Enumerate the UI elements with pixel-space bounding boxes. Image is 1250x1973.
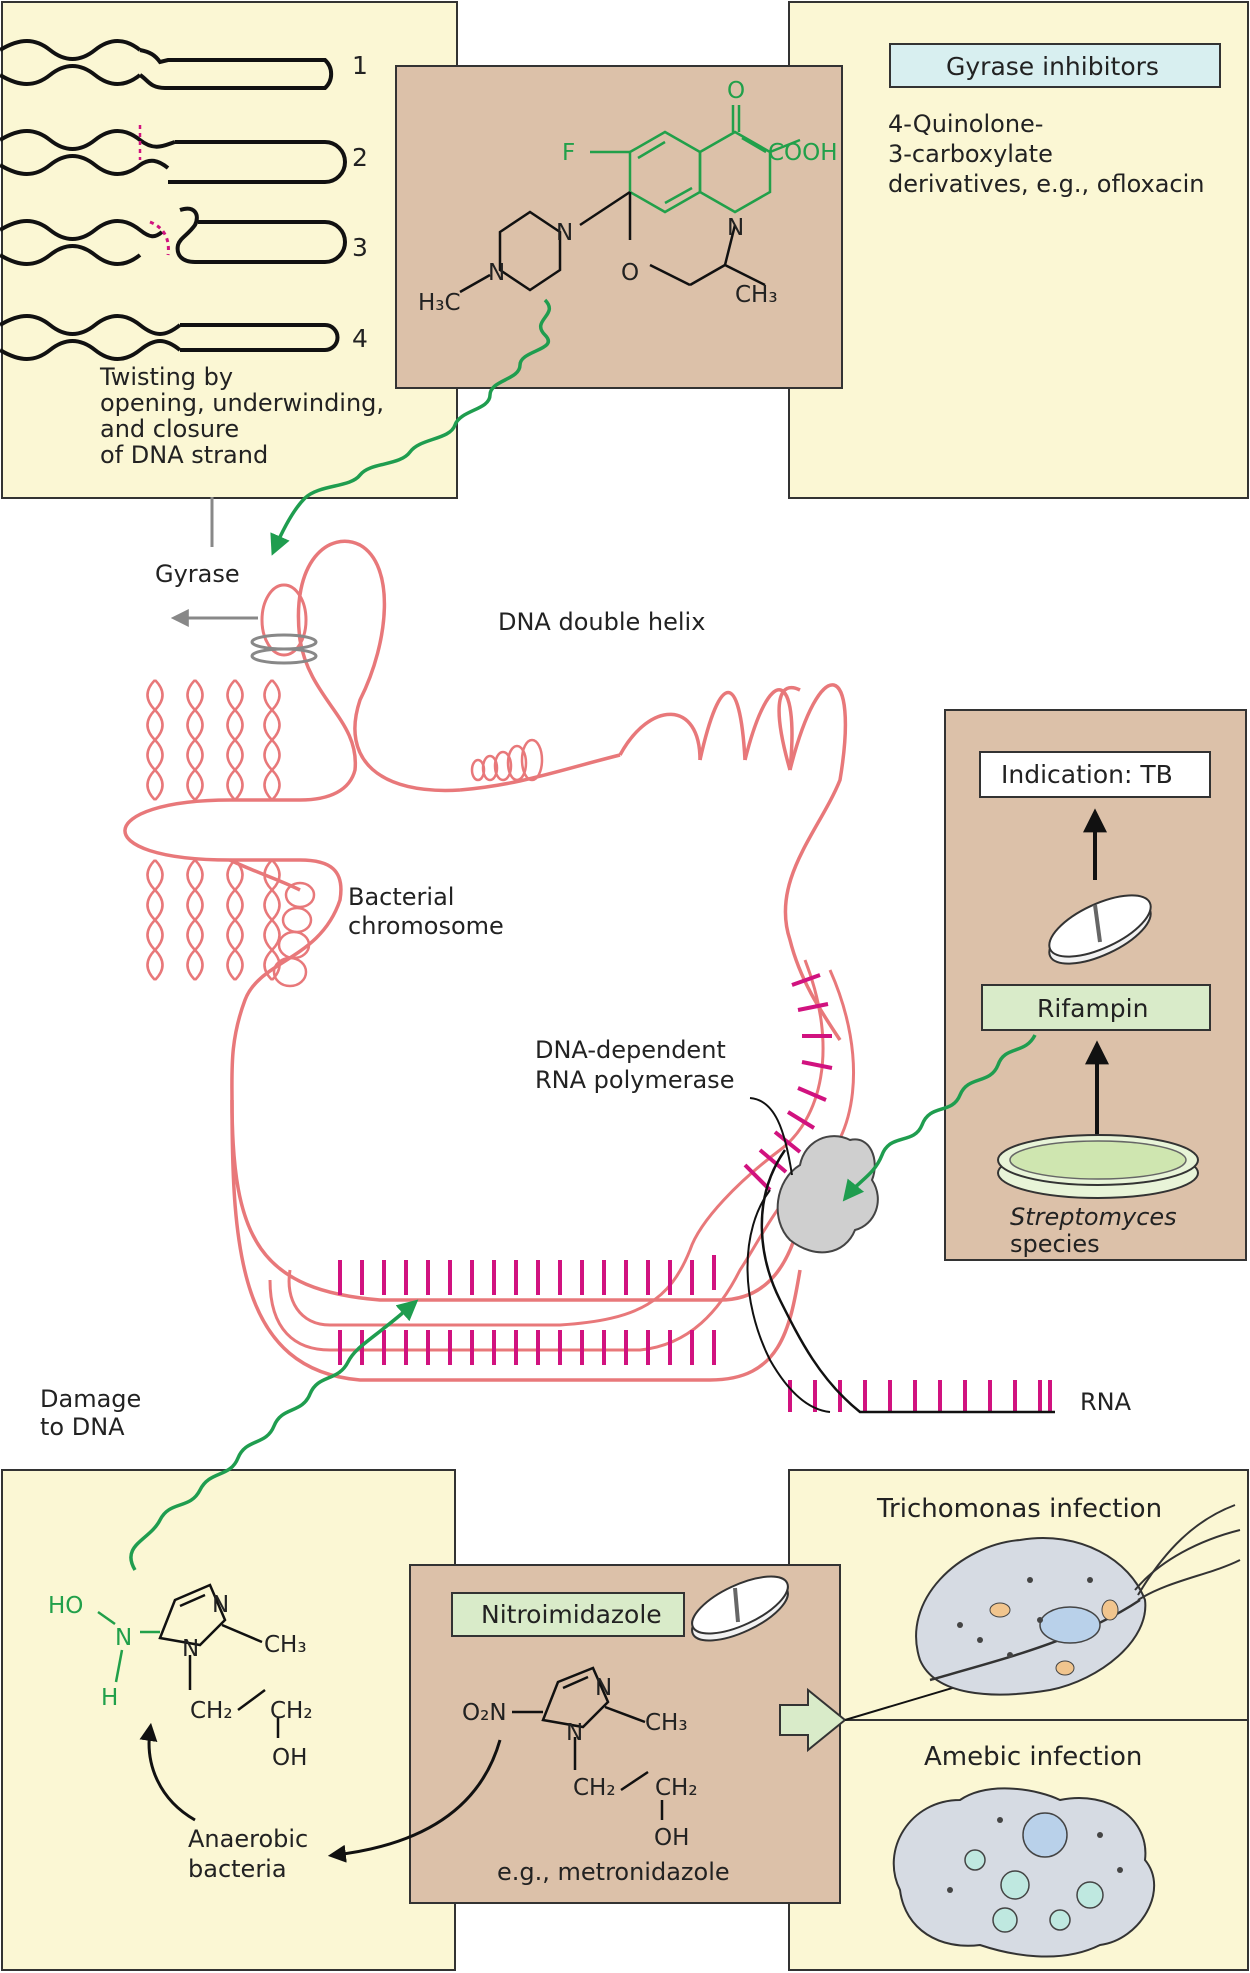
rifampin-box bbox=[981, 984, 1211, 1031]
bacterial-chromosome-label-2: chromosome bbox=[348, 912, 504, 940]
nitroimidazole-title: Nitroimidazole bbox=[481, 1600, 662, 1629]
rna-ladder-rungs bbox=[338, 973, 1052, 1412]
dna-double-helix-label: DNA double helix bbox=[498, 608, 705, 636]
atom-oxazine-O: O bbox=[621, 260, 639, 286]
anaerobic-label-2: bacteria bbox=[188, 1855, 287, 1883]
rna-strand-curve bbox=[746, 1189, 831, 1413]
rna-polymerase-enzyme bbox=[776, 1135, 879, 1254]
atom-CH3: CH₃ bbox=[735, 282, 778, 308]
chromosome-helix-segments bbox=[146, 679, 544, 988]
metabolite-CH2b: CH₂ bbox=[270, 1698, 313, 1724]
rifampin-to-polymerase-arrow bbox=[842, 1034, 1037, 1202]
step-3-number: 3 bbox=[352, 233, 368, 262]
rna-polymerase-label-1: DNA-dependent bbox=[535, 1036, 726, 1064]
metabolite-H: H bbox=[101, 1685, 118, 1711]
metronidazole-OH: OH bbox=[654, 1825, 689, 1851]
indication-box bbox=[979, 751, 1211, 798]
indication-label: Indication: TB bbox=[1001, 760, 1173, 789]
anaerobic-conversion-arrow bbox=[139, 1722, 196, 1822]
step-1-strand bbox=[0, 39, 334, 90]
streptomyces-label: Streptomyces bbox=[1010, 1203, 1177, 1231]
metabolite-CH2a: CH₂ bbox=[190, 1698, 233, 1724]
atom-F: F bbox=[562, 140, 575, 166]
atom-piperazine-N2: N bbox=[488, 260, 505, 286]
gyrase-inhibitors-title: Gyrase inhibitors bbox=[946, 52, 1159, 81]
metronidazole-CH2b: CH₂ bbox=[655, 1775, 698, 1801]
metronidazole-O2N: O₂N bbox=[462, 1700, 507, 1726]
step-3-strand bbox=[0, 206, 347, 266]
rna-label: RNA bbox=[1080, 1388, 1132, 1416]
inhibitors-desc-line-1: 4-Quinolone- bbox=[888, 110, 1043, 138]
twisting-caption-line-2: opening, underwinding, bbox=[100, 389, 384, 417]
quinolone-to-gyrase-arrow bbox=[270, 298, 552, 556]
gyrase-mechanism-panel bbox=[1, 1, 458, 499]
cut-mark-step-3 bbox=[149, 220, 170, 256]
metronidazole-ring-N1: N bbox=[595, 1675, 612, 1701]
dna-twisting-steps bbox=[0, 39, 347, 361]
treatment-arrow bbox=[779, 1687, 847, 1753]
atom-ring-N: N bbox=[727, 215, 744, 241]
inhibitors-desc-line-3: derivatives, e.g., ofloxacin bbox=[888, 170, 1205, 198]
metabolite-panel bbox=[1, 1469, 456, 1971]
rifampin-label: Rifampin bbox=[1037, 994, 1148, 1023]
damage-label-1: Damage bbox=[40, 1385, 141, 1413]
rifampin-tablet-icon bbox=[1048, 894, 1152, 965]
metronidazole-ring-N2: N bbox=[566, 1720, 583, 1746]
twisting-caption-line-1: Twisting by bbox=[99, 363, 233, 391]
step-4-number: 4 bbox=[352, 324, 368, 353]
metabolite-ring-N2: N bbox=[182, 1636, 199, 1662]
step-1-number: 1 bbox=[352, 51, 368, 80]
bacterial-chromosome-label-1: Bacterial bbox=[348, 883, 454, 911]
step-4-strand bbox=[0, 314, 340, 361]
atom-carbonyl-O: O bbox=[727, 78, 745, 104]
step-2-number: 2 bbox=[352, 143, 368, 172]
metronidazole-example: e.g., metronidazole bbox=[497, 1858, 730, 1886]
trichomonas-organism bbox=[915, 1504, 1241, 1696]
metabolite-CH3: CH₃ bbox=[264, 1632, 307, 1658]
metabolite-HO: HO bbox=[48, 1593, 83, 1619]
metabolite-hydroxylamine bbox=[97, 1610, 160, 1683]
rna-polymerase-label-2: RNA polymerase bbox=[535, 1066, 734, 1094]
nitroimidazole-title-box bbox=[451, 1592, 685, 1637]
atom-H3C: H₃C bbox=[418, 290, 461, 316]
gyrase-enzyme bbox=[250, 583, 318, 665]
amebic-label: Amebic infection bbox=[924, 1742, 1142, 1772]
twisting-caption-line-3: and closure bbox=[100, 415, 239, 443]
damage-label-2: to DNA bbox=[40, 1413, 125, 1441]
anaerobic-label-1: Anaerobic bbox=[188, 1825, 308, 1853]
polymerase-pointer bbox=[749, 1097, 793, 1176]
gyrase-inhibitors-label-box bbox=[889, 43, 1221, 88]
metabolite-structure bbox=[158, 1583, 280, 1738]
quinolone-structure-panel bbox=[395, 65, 843, 389]
metronidazole-CH2a: CH₂ bbox=[573, 1775, 616, 1801]
metabolite-OH: OH bbox=[272, 1745, 307, 1771]
atom-piperazine-N1: N bbox=[556, 220, 573, 246]
metronidazole-CH3: CH₃ bbox=[645, 1710, 688, 1736]
inhibitors-desc-line-2: 3-carboxylate bbox=[888, 140, 1053, 168]
metabolism-arrow bbox=[327, 1739, 502, 1863]
species-label: species bbox=[1010, 1230, 1100, 1258]
step-2-strand bbox=[0, 129, 347, 184]
amoeba-organism bbox=[892, 1787, 1156, 1958]
metronidazole-structure bbox=[512, 1666, 664, 1820]
trichomonas-label: Trichomonas infection bbox=[876, 1494, 1162, 1524]
metabolite-to-dna-arrow bbox=[129, 1299, 419, 1571]
metabolite-amine-N: N bbox=[115, 1625, 132, 1651]
ofloxacin-structure-black bbox=[459, 190, 766, 294]
atom-COOH: COOH bbox=[768, 140, 838, 166]
metabolite-ring-N1: N bbox=[212, 1592, 229, 1618]
nitroimidazole-tablet-icon bbox=[691, 1575, 789, 1642]
bacterial-chromosome bbox=[123, 539, 848, 1382]
petri-dish-icon bbox=[997, 1134, 1199, 1199]
gyrase-label: Gyrase bbox=[155, 560, 240, 588]
twisting-caption-line-4: of DNA strand bbox=[100, 441, 268, 469]
